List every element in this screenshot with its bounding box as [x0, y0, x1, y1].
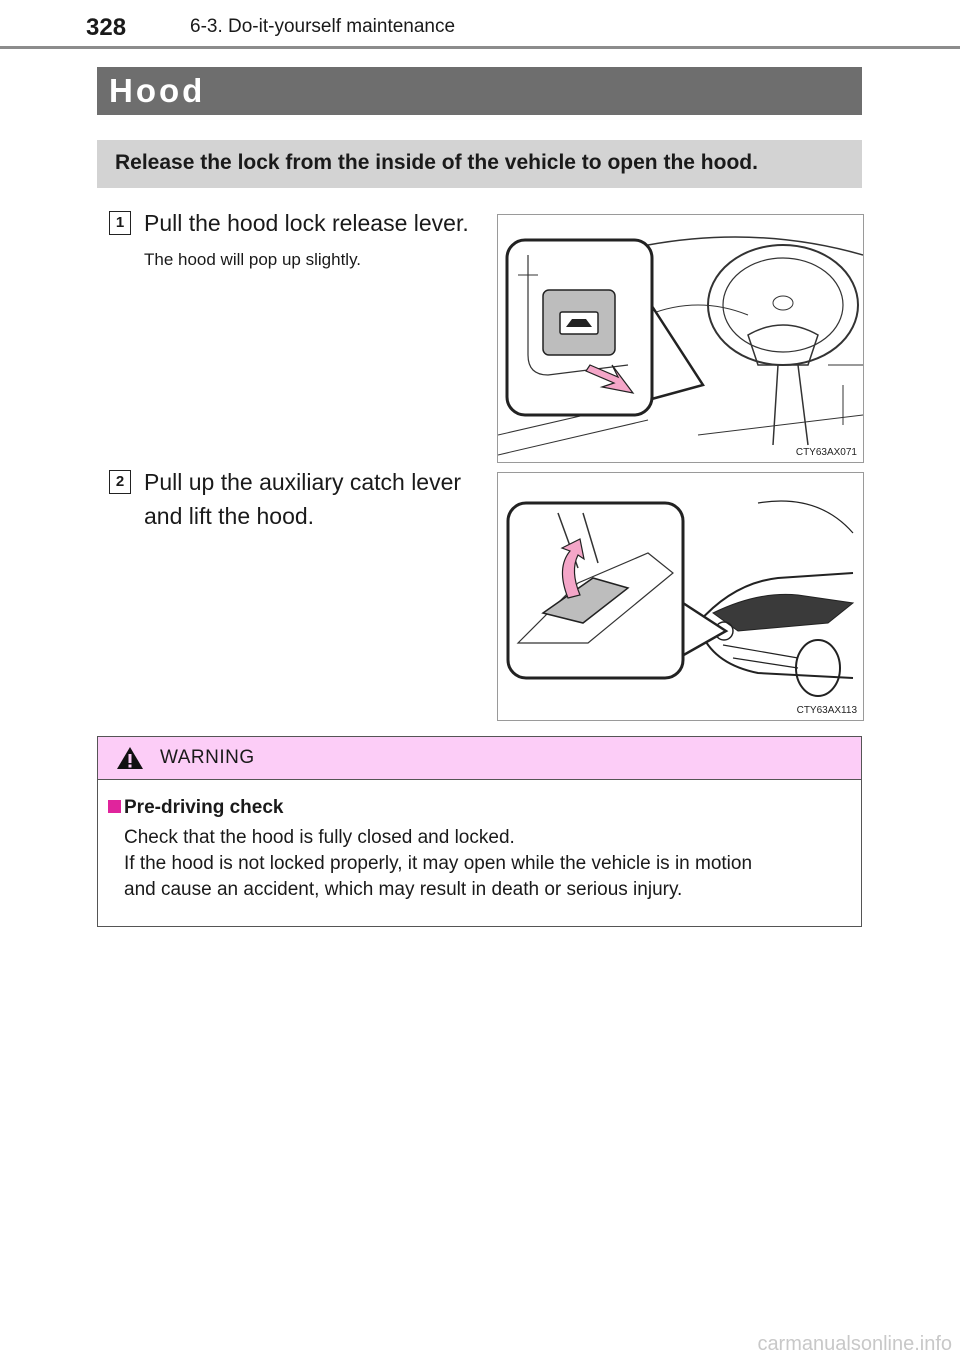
warning-subhead: Pre-driving check — [124, 797, 284, 818]
arrow-lift-icon — [560, 538, 585, 599]
step-1-note: The hood will pop up slightly. — [144, 250, 362, 269]
figure-code: CTY63AX113 — [796, 705, 857, 716]
warning-line: and cause an accident, which may result … — [124, 879, 683, 900]
step-1-text: Pull the hood lock release lever. — [144, 210, 469, 236]
figure-hood-release-lever: CTY63AX071 — [497, 214, 864, 463]
arrow-pull-icon — [585, 364, 635, 394]
hood-release-icon — [542, 289, 616, 356]
chapter-title: 6-3. Do-it-yourself maintenance — [190, 16, 456, 37]
step-2-text-line2: and lift the hood. — [144, 503, 315, 529]
section-intro: Release the lock from the inside of the … — [97, 140, 862, 188]
header-rule — [0, 46, 960, 49]
step-1-number: 1 — [109, 211, 131, 235]
warning-header: WARNING — [98, 737, 861, 780]
figure-code: CTY63AX071 — [795, 447, 857, 458]
section-title: Hood — [97, 67, 862, 115]
warning-line: Check that the hood is fully closed and … — [124, 827, 515, 848]
warning-triangle-icon — [117, 747, 143, 769]
warning-label: WARNING — [160, 747, 255, 768]
step-2-number: 2 — [109, 470, 131, 494]
warning-box: WARNING Pre-driving check Check that the… — [97, 736, 862, 927]
page-number: 328 — [86, 14, 127, 41]
figure-auxiliary-catch: CTY63AX113 — [497, 472, 864, 721]
step-2-text-line1: Pull up the auxiliary catch lever — [144, 469, 462, 495]
watermark: carmanualsonline.info — [757, 1333, 952, 1355]
warning-line: If the hood is not locked properly, it m… — [124, 853, 753, 874]
bullet-square — [108, 800, 121, 813]
